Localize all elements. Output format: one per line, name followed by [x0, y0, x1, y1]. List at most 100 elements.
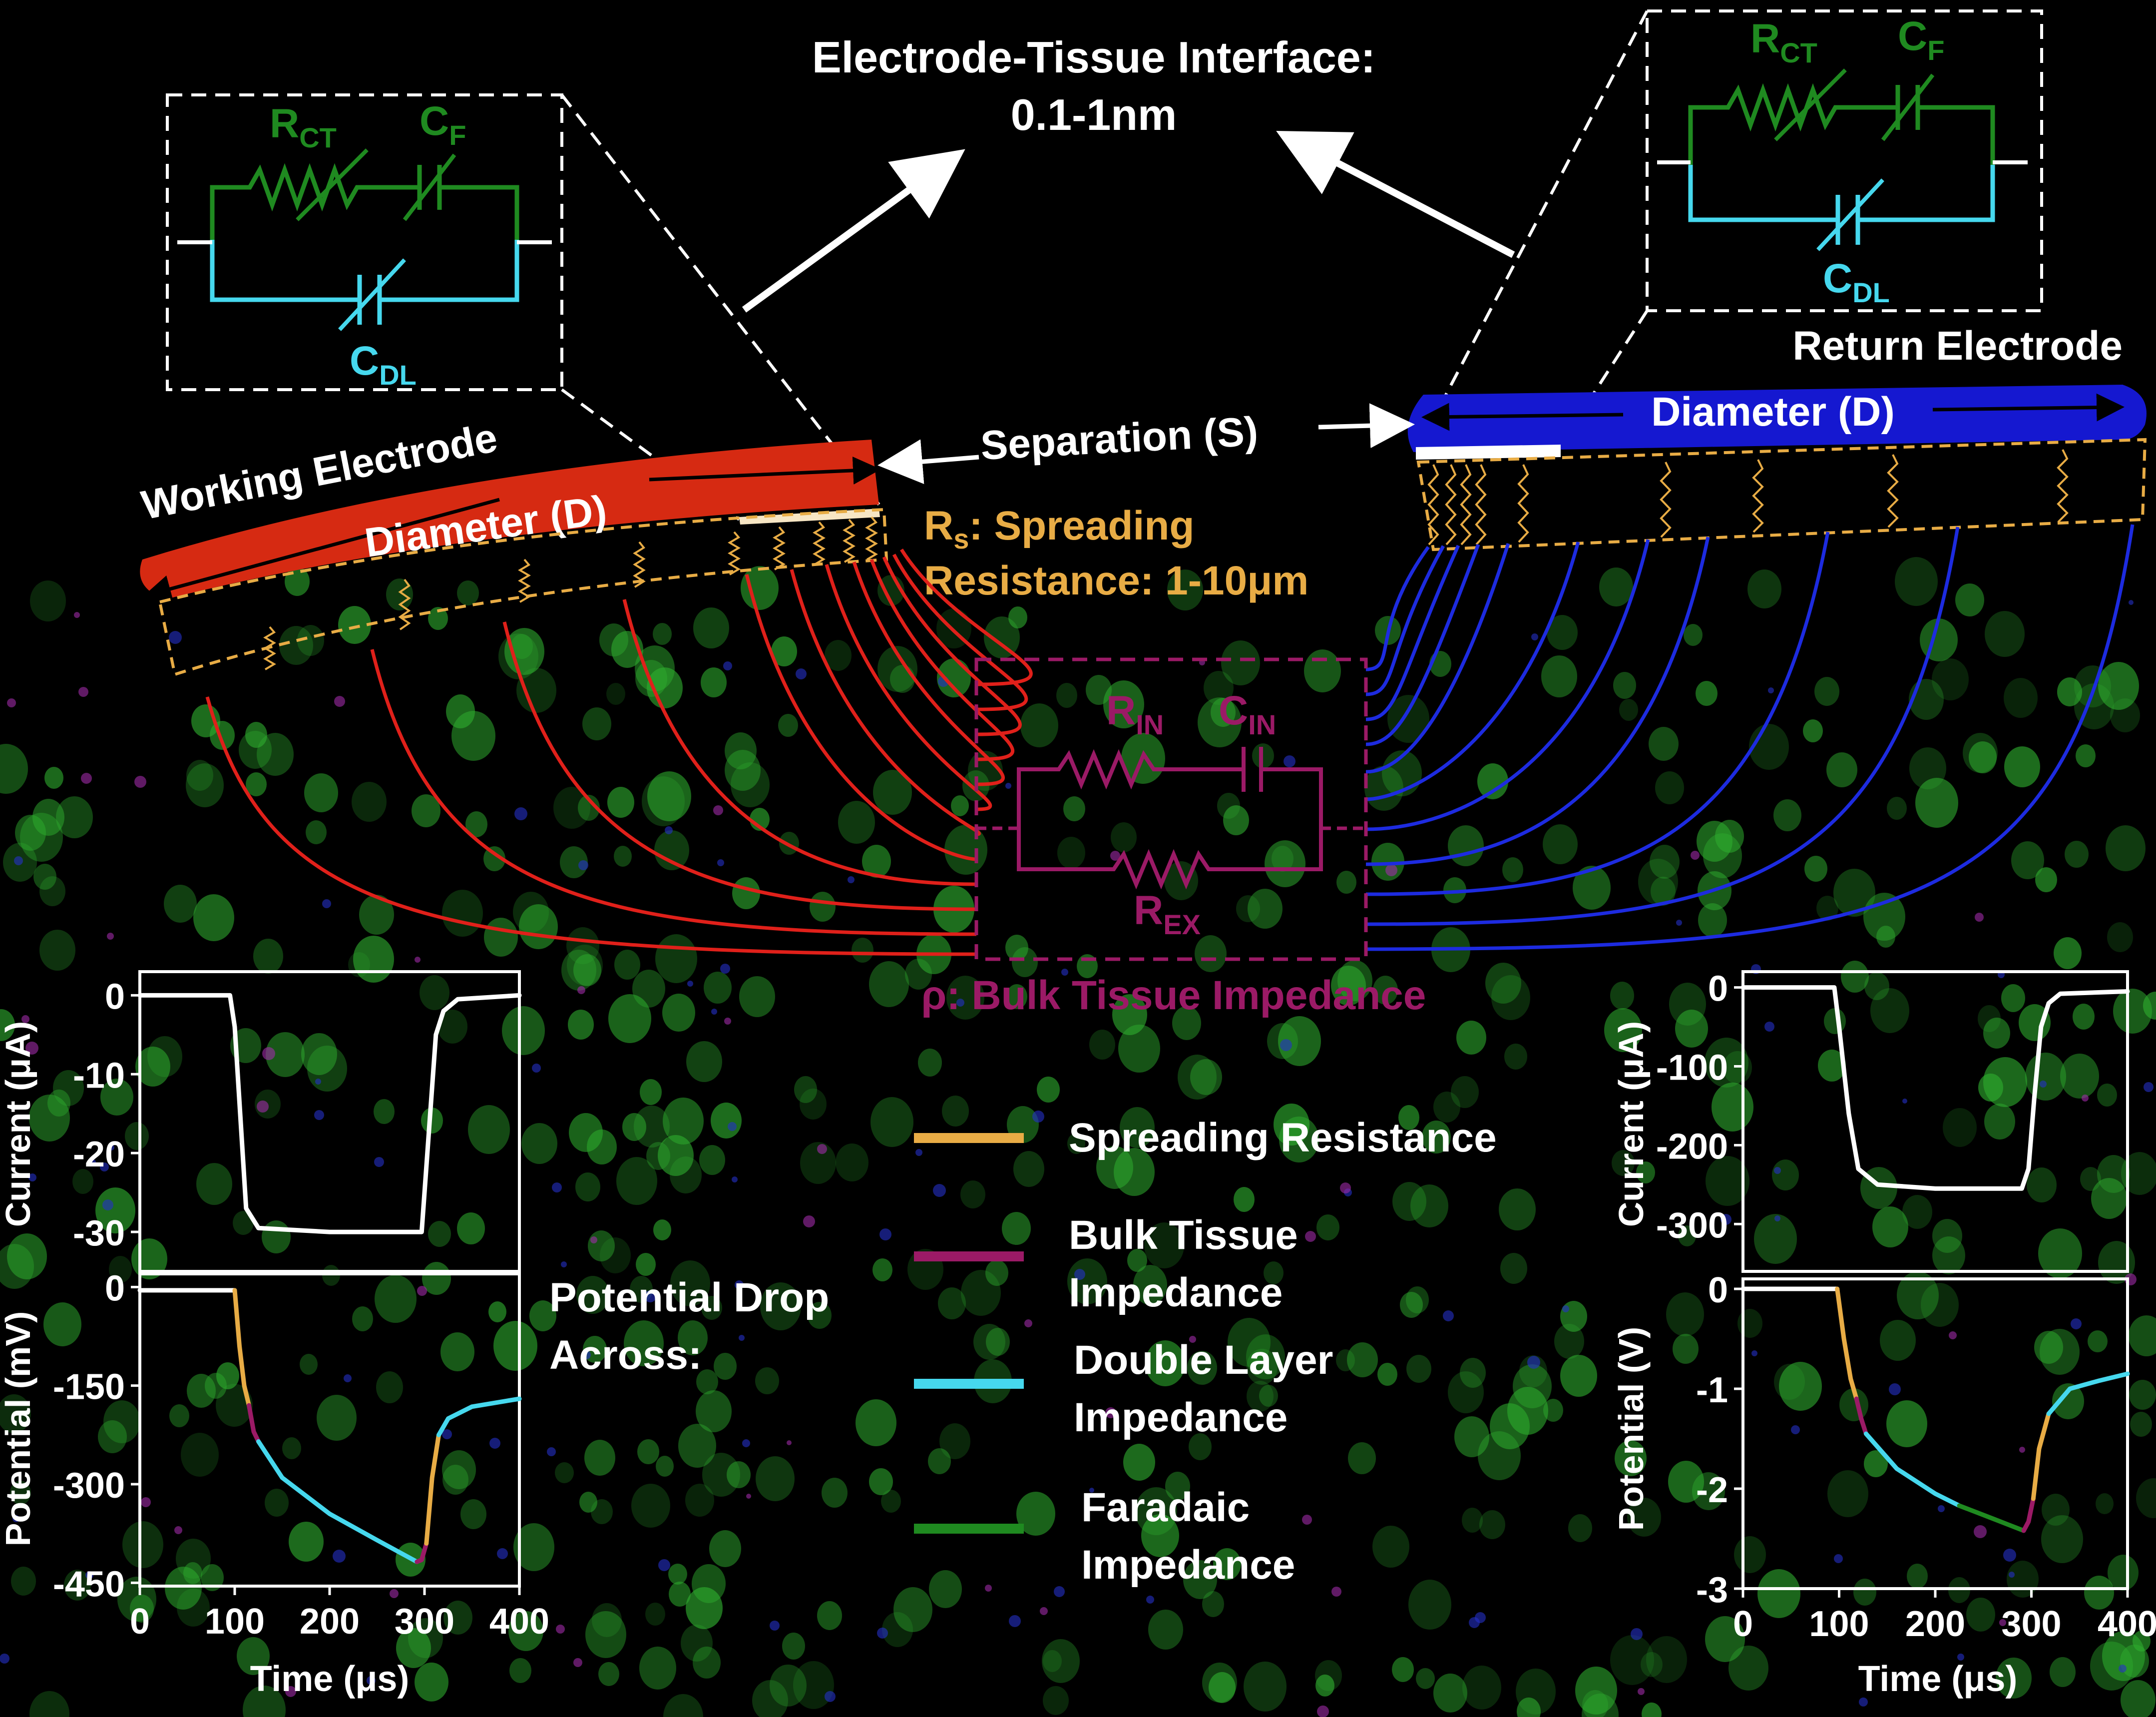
tissue-cell	[1103, 680, 1144, 728]
tissue-cell	[598, 1662, 619, 1686]
tissue-cell	[297, 625, 324, 656]
tissue-nucleus	[1834, 1554, 1843, 1563]
tissue-cell	[1500, 1253, 1527, 1284]
tissue-cell	[640, 1079, 662, 1105]
tissue-cell	[44, 767, 63, 789]
tissue-cell	[2027, 1167, 2057, 1202]
separation-arrow-right	[1318, 403, 1415, 449]
tissue-cell	[1723, 1051, 1752, 1084]
field-line	[622, 599, 977, 886]
tissue-cell	[592, 1603, 622, 1637]
tissue-cell	[961, 1270, 1001, 1316]
field-line	[1365, 527, 1960, 926]
tissue-cell	[428, 607, 448, 630]
tissue-cell	[32, 799, 64, 836]
tissue-cell	[670, 1260, 710, 1306]
tissue-nucleus	[713, 805, 723, 815]
tissue-cell	[1915, 778, 1958, 828]
tissue-cell	[882, 1612, 913, 1647]
tissue-cell	[1864, 972, 1889, 1000]
tissue-nucleus	[1638, 1688, 1645, 1695]
tissue-cell	[33, 864, 56, 890]
legend-label-double-layer-1: Double Layer	[1074, 1337, 1333, 1383]
tissue-cell	[521, 1123, 557, 1164]
tissue-cell	[701, 1296, 722, 1320]
tissue-cell	[2025, 1053, 2066, 1101]
spreading-resistor	[843, 519, 856, 563]
tissue-nucleus	[1751, 1350, 1757, 1356]
tissue-cell	[1887, 797, 1907, 820]
field-line	[1365, 524, 2135, 951]
tissue-cell	[938, 1287, 966, 1319]
series-line	[2021, 1496, 2036, 1533]
tissue-cell	[1348, 1442, 1376, 1474]
tissue-cell	[693, 607, 729, 648]
tissue-cell	[374, 1099, 395, 1124]
series-line	[2046, 1371, 2130, 1416]
series-line	[436, 1396, 522, 1437]
tissue-cell	[2073, 1004, 2095, 1030]
tissue-cell	[1043, 1650, 1062, 1672]
tissue-nucleus	[552, 1182, 562, 1192]
tissue-cell	[348, 952, 370, 977]
tissue-cell	[568, 1010, 594, 1040]
tissue-cell	[1636, 1161, 1655, 1183]
tissue-cell	[266, 1032, 305, 1077]
tissue-cell	[1167, 570, 1203, 610]
tissue-nucleus	[1040, 1607, 1048, 1615]
tissue-cell	[877, 646, 917, 692]
tissue-cell	[1246, 1334, 1285, 1379]
tissue-nucleus	[665, 826, 673, 834]
tissue-cell	[1984, 1104, 2015, 1140]
tissue-nucleus	[417, 1286, 427, 1296]
tissue-cell	[1613, 672, 1636, 699]
tissue-cell	[1264, 1261, 1284, 1284]
x-tick-label: 0	[1733, 1604, 1753, 1644]
tissue-cell	[243, 1686, 286, 1717]
tissue-nucleus	[1146, 1596, 1154, 1604]
rin-cin-branch	[1017, 747, 1323, 829]
tissue-cell	[289, 1522, 324, 1562]
current-field-lines-return	[1365, 524, 2135, 951]
tissue-cell	[2040, 1329, 2080, 1375]
tissue-cell	[1315, 1660, 1342, 1691]
tissue-cell	[1178, 1055, 1217, 1100]
tissue-nucleus	[1061, 969, 1068, 976]
series-line	[247, 1403, 261, 1444]
tissue-cell	[624, 1320, 664, 1366]
tissue-nucleus	[1774, 1215, 1780, 1221]
tissue-cell	[1814, 677, 1839, 706]
tissue-cell	[771, 636, 797, 666]
tissue-nucleus	[7, 698, 16, 707]
tissue-cell	[1678, 1225, 1696, 1246]
tissue-cell	[701, 667, 727, 697]
tissue-nucleus	[1859, 1698, 1868, 1707]
tissue-cell	[1978, 1005, 2001, 1032]
tissue-cell	[1406, 1355, 1431, 1383]
legend-label-bulk-1: Bulk Tissue	[1069, 1212, 1298, 1258]
tissue-cell	[10, 1481, 31, 1505]
tissue-cell	[692, 1564, 726, 1603]
tissue-cell	[1754, 1214, 1797, 1264]
tissue-cell	[1554, 1324, 1584, 1359]
cf-label: CF	[1898, 13, 1944, 66]
tissue-cell	[193, 894, 234, 941]
tissue-nucleus	[2119, 1665, 2127, 1673]
tissue-cell	[2042, 1494, 2070, 1526]
tissue-nucleus	[658, 1559, 670, 1571]
tissue-cell	[2035, 867, 2057, 892]
tissue-cell	[655, 934, 697, 983]
bulk-tissue-circuit: RIN CIN REX ρ: Bulk Tissue Impedance	[921, 657, 1426, 1018]
tissue-cell	[1002, 1212, 1031, 1245]
tissue-cell	[421, 1108, 443, 1134]
tissue-cell	[800, 1142, 836, 1184]
tissue-cell	[752, 1680, 788, 1717]
zoom-box-right	[1646, 9, 2043, 312]
tissue-cell	[1020, 703, 1058, 747]
tissue-cell	[1213, 1548, 1241, 1580]
tissue-cell	[1641, 1652, 1663, 1677]
tissue-cell	[2050, 1657, 2076, 1687]
tissue-nucleus	[877, 1628, 888, 1639]
tissue-cell	[1016, 1492, 1055, 1536]
